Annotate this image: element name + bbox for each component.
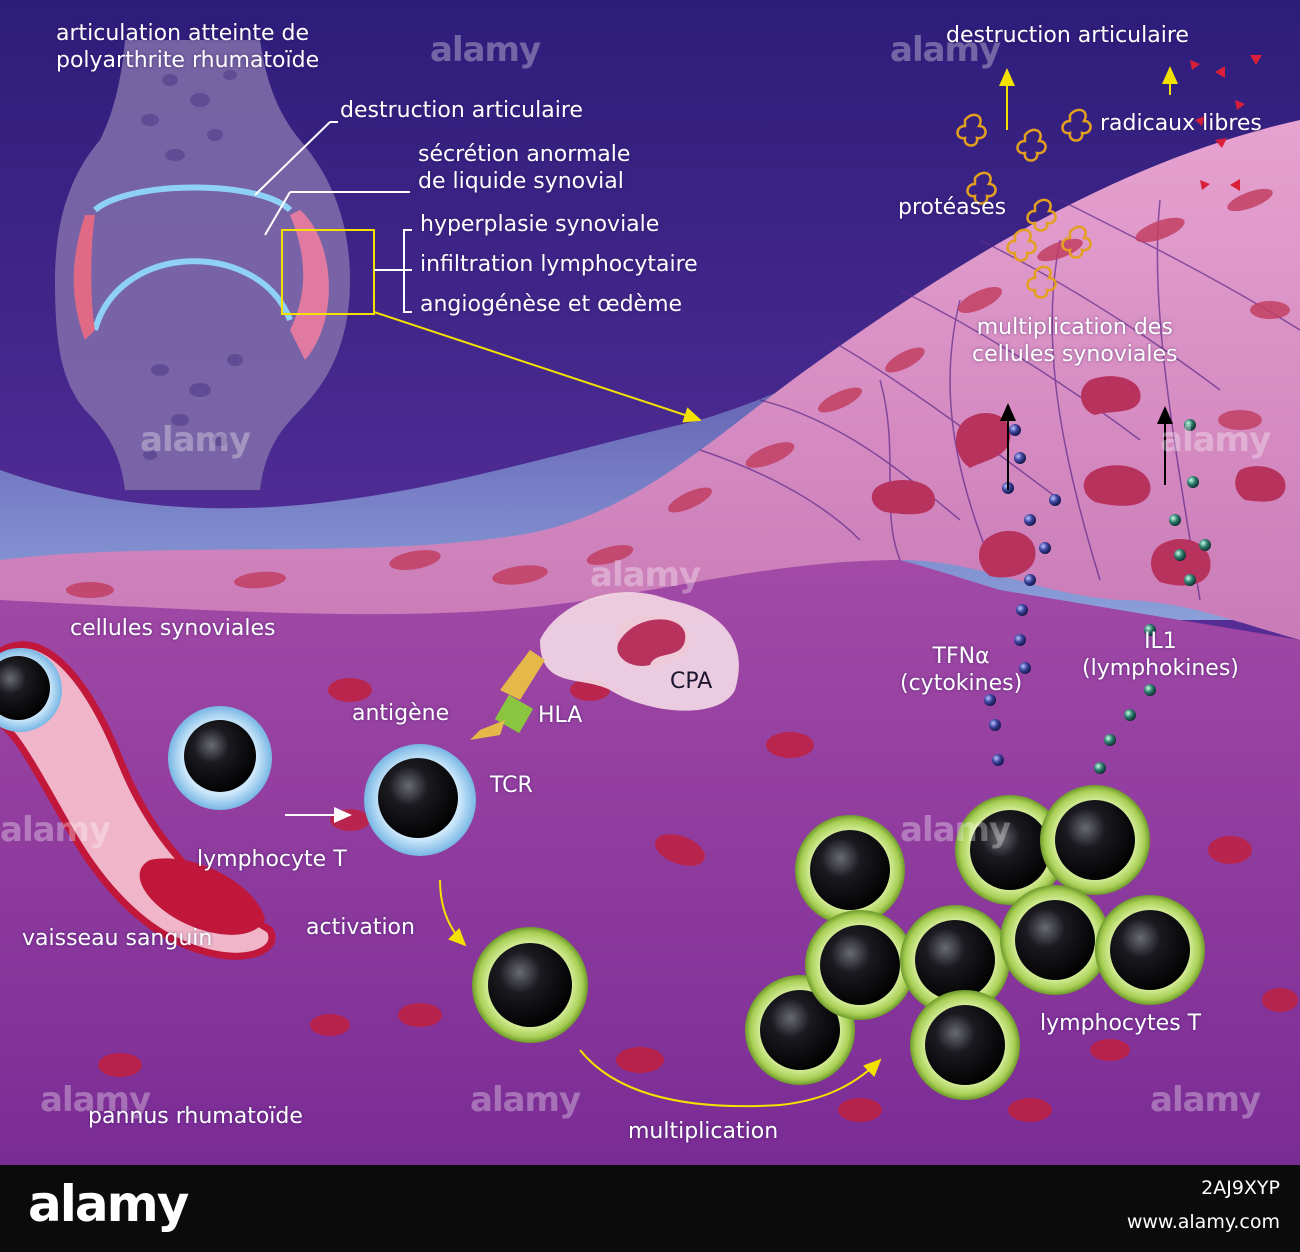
watermark: alamy (140, 420, 251, 460)
watermark: alamy (0, 810, 111, 850)
t-lymphocyte-label: lymphocyte T (197, 847, 347, 872)
top-destruction-label: destruction articulaire (946, 23, 1189, 48)
multiplication-label: multiplication (628, 1119, 779, 1144)
synovial-multiplication-label: multiplication des cellules synoviales (972, 315, 1178, 367)
synovial-hyperplasia-label: hyperplasie synoviale (420, 212, 660, 237)
watermark: alamy (40, 1080, 151, 1120)
rheumatoid-pannus-label: pannus rhumatoïde (88, 1104, 303, 1129)
t-lymphocytes-label: lymphocytes T (1040, 1011, 1202, 1036)
angiogenesis-edema-label: angiogénèse et œdème (420, 292, 683, 317)
footer-url: www.alamy.com (1126, 1211, 1280, 1233)
watermark: alamy (470, 1080, 581, 1120)
blood-vessel-label: vaisseau sanguin (22, 926, 213, 951)
il1-label: IL1 (lymphokines) (1082, 629, 1239, 681)
stock-footer: alamy 2AJ9XYP www.alamy.com (0, 1165, 1300, 1252)
watermark: alamy (900, 810, 1011, 850)
joint-diagram (55, 40, 702, 490)
tnf-label: TFNα (cytokines) (900, 644, 1023, 696)
lymphocyte-infiltration-label: infiltration lymphocytaire (420, 252, 698, 277)
watermark: alamy (430, 30, 541, 70)
joint-destruction-label: destruction articulaire (340, 98, 583, 123)
watermark: alamy (890, 30, 1001, 70)
synovial-secretion-label: sécrétion anormale de liquide synovial (418, 142, 631, 194)
joint-title-label: articulation atteinte de polyarthrite rh… (56, 21, 320, 73)
hla-label: HLA (538, 703, 583, 728)
proteases-label: protéases (898, 195, 1007, 220)
antigen-label: antigène (352, 701, 450, 726)
synovial-cells-label: cellules synoviales (70, 616, 276, 641)
free-radicals-label: radicaux libres (1100, 111, 1262, 136)
watermark: alamy (1150, 1080, 1261, 1120)
image-id: 2AJ9XYP (1201, 1177, 1280, 1199)
tcr-label: TCR (490, 773, 533, 798)
activation-label: activation (306, 915, 415, 940)
alamy-logo: alamy (28, 1175, 189, 1233)
watermark: alamy (590, 555, 701, 595)
watermark: alamy (1160, 420, 1271, 460)
apc-label: CPA (670, 669, 713, 694)
